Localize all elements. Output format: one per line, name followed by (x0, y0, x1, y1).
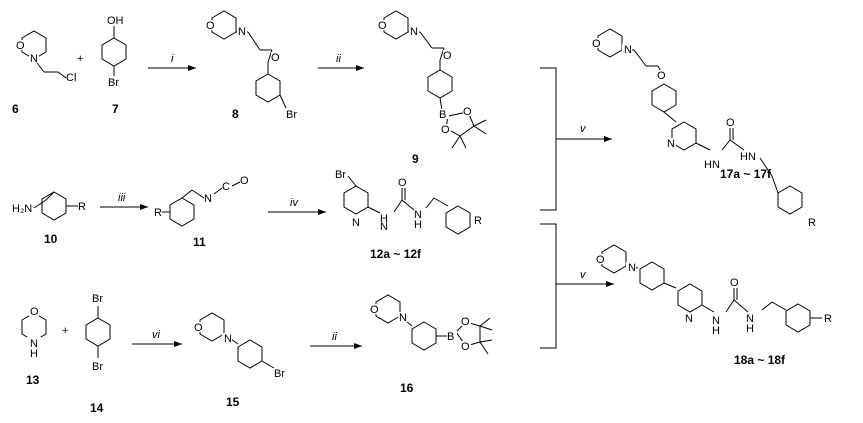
atom-n: N (224, 333, 232, 345)
compound-7-structure: OH Br (101, 15, 127, 89)
compound-12-structure: Br N H N O N H R (335, 169, 482, 235)
atom-o: O (398, 177, 407, 189)
atom-b: B (447, 331, 454, 343)
atom-r: R (154, 207, 162, 219)
atom-n: N (30, 53, 38, 65)
atom-o: O (596, 254, 605, 266)
atom-o: O (657, 70, 666, 82)
compound-11-structure: R N C O (154, 175, 249, 227)
atom-n: N (399, 312, 407, 324)
compound-9-label: 9 (412, 152, 419, 166)
atom-n: N (410, 26, 418, 38)
atom-r: R (78, 201, 86, 213)
atom-h: H (30, 348, 38, 360)
atom-br: Br (108, 77, 119, 89)
atom-o: O (240, 175, 249, 187)
atom-br: Br (274, 368, 285, 380)
reagent-label: ii (332, 331, 337, 343)
compound-8-structure: O N O Br (206, 10, 297, 121)
atom-n: N (238, 26, 246, 38)
reagent-label: ii (336, 53, 341, 65)
atom-c: C (222, 181, 230, 193)
compound-16-label: 16 (400, 381, 414, 395)
compound-18-structure: O N N N H O N H R (596, 244, 832, 337)
plus-sign: + (62, 325, 68, 337)
reagent-label: v (580, 269, 587, 281)
atom-o: O (194, 322, 203, 334)
compound-10-structure: H₂N R (12, 191, 86, 221)
atom-n: N (746, 313, 754, 325)
atom-n: N (30, 338, 38, 350)
compound-9-structure: O N O B O O (378, 10, 487, 149)
atom-o: O (592, 38, 601, 50)
plus-sign: + (77, 53, 83, 65)
reagent-label: iii (118, 192, 126, 204)
reagent-label: i (171, 53, 174, 65)
atom-o: O (461, 316, 470, 328)
compound-6-structure: O N Cl (16, 30, 76, 84)
compound-17-label: 17a ~ 17f (720, 167, 772, 181)
compound-18-label: 18a ~ 18f (734, 353, 786, 367)
compound-13-label: 13 (26, 373, 40, 387)
compound-14-label: 14 (90, 401, 104, 415)
bracket-upper (540, 67, 557, 211)
atom-n: N (624, 44, 632, 56)
compound-16-structure: O N B O O (370, 294, 493, 355)
atom-n: N (712, 315, 720, 327)
atom-hn: HN (740, 151, 756, 163)
reagent-label: v (580, 123, 587, 135)
compound-11-label: 11 (193, 235, 206, 249)
atom-o: O (378, 20, 387, 32)
atom-n: N (204, 193, 212, 205)
compound-6-label: 6 (12, 102, 19, 116)
compound-10-label: 10 (44, 232, 58, 246)
atom-h: H (380, 213, 388, 225)
atom-r: R (824, 313, 832, 325)
atom-o: O (30, 306, 39, 318)
compound-17-structure: O N O N HN O HN R (592, 28, 816, 229)
atom-n: N (352, 217, 360, 229)
atom-n: N (380, 221, 388, 233)
atom-r: R (474, 215, 482, 227)
compound-8-label: 8 (232, 107, 239, 121)
atom-n: N (667, 138, 675, 150)
compound-15-label: 15 (226, 395, 240, 409)
atom-o: O (463, 106, 472, 118)
atom-b: B (439, 109, 446, 121)
compound-14-structure: Br Br (85, 293, 111, 373)
atom-h2n: H₂N (12, 203, 32, 215)
reagent-label: iv (290, 197, 299, 209)
atom-n: N (628, 262, 636, 274)
atom-h: H (712, 325, 720, 337)
atom-o: O (16, 40, 25, 52)
atom-n: N (414, 209, 422, 221)
atom-o: O (443, 50, 452, 62)
atom-oh: OH (107, 15, 124, 27)
atom-o: O (271, 52, 280, 64)
compound-15-structure: O N Br (194, 312, 285, 380)
atom-hn: HN (704, 159, 720, 171)
atom-br: Br (335, 169, 346, 181)
atom-o: O (370, 304, 379, 316)
atom-cl: Cl (66, 72, 76, 84)
atom-br: Br (286, 109, 297, 121)
compound-13-structure: O N H (21, 306, 47, 360)
atom-o: O (206, 20, 215, 32)
bracket-lower (540, 223, 557, 349)
atom-br: Br (92, 293, 103, 305)
atom-br: Br (92, 361, 103, 373)
atom-o: O (730, 277, 739, 289)
atom-h: H (414, 219, 422, 231)
reagent-label: vi (152, 329, 161, 341)
atom-h: H (746, 323, 754, 335)
atom-o: O (461, 341, 470, 353)
compound-12-label: 12a ~ 12f (370, 247, 422, 261)
atom-o: O (441, 124, 450, 136)
atom-n: N (685, 313, 693, 325)
compound-7-label: 7 (112, 102, 119, 116)
atom-o: O (726, 117, 735, 129)
atom-r: R (808, 217, 816, 229)
